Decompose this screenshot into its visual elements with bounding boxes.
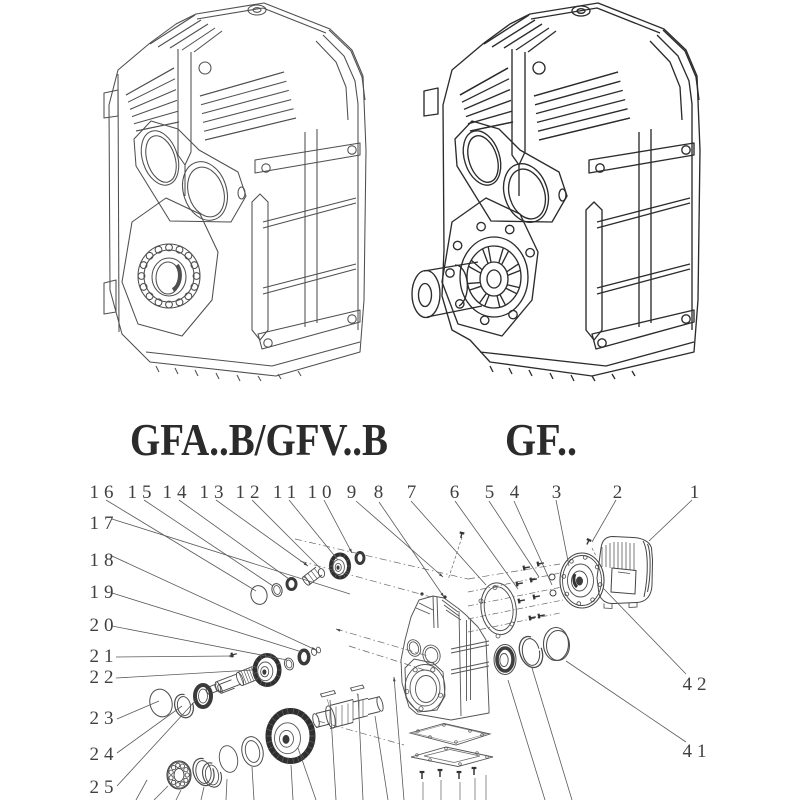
svg-text:24: 24: [90, 744, 119, 765]
svg-text:11: 11: [273, 482, 301, 503]
svg-text:16: 16: [90, 482, 119, 503]
svg-text:41: 41: [683, 741, 712, 762]
svg-text:17: 17: [90, 513, 119, 534]
svg-text:15: 15: [128, 482, 157, 503]
svg-text:8: 8: [374, 482, 389, 503]
svg-text:12: 12: [236, 482, 265, 503]
svg-text:6: 6: [450, 482, 465, 503]
svg-text:22: 22: [90, 667, 119, 688]
svg-text:23: 23: [90, 708, 119, 729]
svg-text:GFA..B/GFV..B: GFA..B/GFV..B: [130, 415, 388, 465]
svg-text:1: 1: [690, 482, 705, 503]
svg-text:4: 4: [510, 482, 525, 503]
svg-text:10: 10: [308, 482, 337, 503]
svg-text:GF..: GF..: [505, 415, 577, 465]
svg-text:9: 9: [347, 482, 362, 503]
svg-text:21: 21: [90, 646, 119, 667]
svg-text:3: 3: [552, 482, 567, 503]
svg-text:14: 14: [163, 482, 192, 503]
svg-text:20: 20: [90, 615, 119, 636]
svg-text:42: 42: [683, 674, 712, 695]
svg-text:25: 25: [90, 777, 119, 798]
svg-text:18: 18: [90, 550, 119, 571]
svg-text:2: 2: [613, 482, 628, 503]
svg-text:13: 13: [200, 482, 229, 503]
svg-text:19: 19: [90, 582, 119, 603]
svg-text:7: 7: [407, 482, 422, 503]
svg-text:5: 5: [485, 482, 500, 503]
